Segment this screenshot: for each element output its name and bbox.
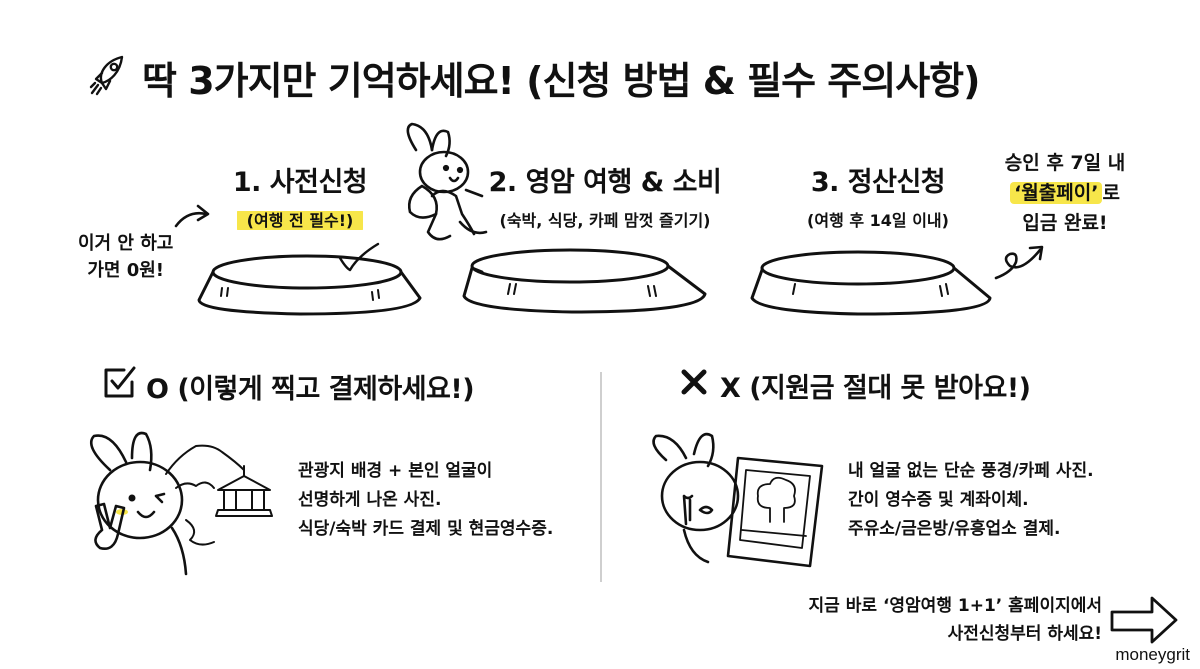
stepping-stone-2-icon <box>462 248 707 314</box>
call-to-action: 지금 바로 ‘영암여행 1+1’ 홈페이지에서 사전신청부터 하세요! <box>809 592 1102 648</box>
do-section-description: 관광지 배경 + 본인 얼굴이 선명하게 나온 사진. 식당/숙박 카드 결제 … <box>298 457 553 544</box>
stepping-stone-1-icon <box>197 254 422 316</box>
cta-line-1: 지금 바로 ‘영암여행 1+1’ 홈페이지에서 <box>808 596 1102 616</box>
dont-line-2: 간이 영수증 및 계좌이체. <box>848 490 1029 510</box>
brand-watermark: moneygrit <box>1113 645 1192 665</box>
result-note-line-1: 승인 후 7일 내 <box>1004 152 1126 174</box>
warning-note: 이거 안 하고 가면 0원! <box>78 230 173 284</box>
do-section-title: O (이렇게 찍고 결제하세요!) <box>146 374 475 405</box>
cta-line-2: 사전신청부터 하세요! <box>947 624 1102 644</box>
step-2: 2. 영암 여행 & 소비 (숙박, 식당, 카페 맘껏 즐기기) <box>470 160 740 231</box>
rocket-icon <box>88 53 128 101</box>
step-3-title: 3. 정산신청 <box>810 167 946 198</box>
result-note-line-3: 입금 완료! <box>1022 212 1108 234</box>
warning-note-line-1: 이거 안 하고 <box>78 233 174 254</box>
step-1-subtitle: (여행 전 필수!) <box>236 209 364 232</box>
section-divider <box>600 372 602 582</box>
result-note-line-2-rest: 로 <box>1102 182 1120 204</box>
result-note: 승인 후 7일 내 ‘월출페이’로 입금 완료! <box>990 148 1140 238</box>
do-line-2: 선명하게 나온 사진. <box>298 490 442 510</box>
page-title: 딱 3가지만 기억하세요! (신청 방법 & 필수 주의사항) <box>88 46 1128 108</box>
curved-arrow-icon <box>174 204 210 228</box>
do-line-3: 식당/숙박 카드 결제 및 현금영수증. <box>298 519 554 539</box>
do-section-heading: O (이렇게 찍고 결제하세요!) <box>102 366 475 407</box>
step-1: 1. 사전신청 (여행 전 필수!) <box>202 160 398 232</box>
stepping-stone-3-icon <box>750 250 992 316</box>
crying-rabbit-icon <box>652 432 824 568</box>
step-2-subtitle: (숙박, 식당, 카페 맘껏 즐기기) <box>499 211 711 230</box>
result-note-line-2: ‘월출페이’로 <box>990 178 1140 208</box>
do-line-1: 관광지 배경 + 본인 얼굴이 <box>298 461 493 481</box>
dont-section-title: X (지원금 절대 못 받아요!) <box>720 373 1031 404</box>
step-3: 3. 정산신청 (여행 후 14일 이내) <box>780 160 976 231</box>
checkbox-checked-icon <box>102 366 136 407</box>
running-rabbit-icon <box>406 122 488 241</box>
dont-line-3: 주유소/금은방/유흥업소 결제. <box>848 519 1061 539</box>
step-1-title: 1. 사전신청 <box>232 167 368 198</box>
jump-trail-icon <box>338 242 380 272</box>
wolchul-pay-highlight: ‘월출페이’ <box>1010 182 1103 204</box>
arrow-right-outline-icon <box>1110 596 1178 644</box>
step-3-subtitle: (여행 후 14일 이내) <box>807 211 949 230</box>
cross-icon <box>678 366 710 405</box>
step-2-title: 2. 영암 여행 & 소비 <box>488 167 722 198</box>
title-text: 딱 3가지만 기억하세요! (신청 방법 & 필수 주의사항) <box>142 58 980 103</box>
mountain-pavilion-icon <box>165 444 273 546</box>
warning-note-line-2: 가면 0원! <box>87 260 165 281</box>
loop-arrow-icon <box>994 245 1044 280</box>
dont-section-description: 내 얼굴 없는 단순 풍경/카페 사진. 간이 영수증 및 계좌이체. 주유소/… <box>848 457 1094 544</box>
dont-section-heading: X (지원금 절대 못 받아요!) <box>678 366 1031 405</box>
peace-sign-rabbit-icon <box>89 431 188 576</box>
dont-line-1: 내 얼굴 없는 단순 풍경/카페 사진. <box>848 461 1094 481</box>
